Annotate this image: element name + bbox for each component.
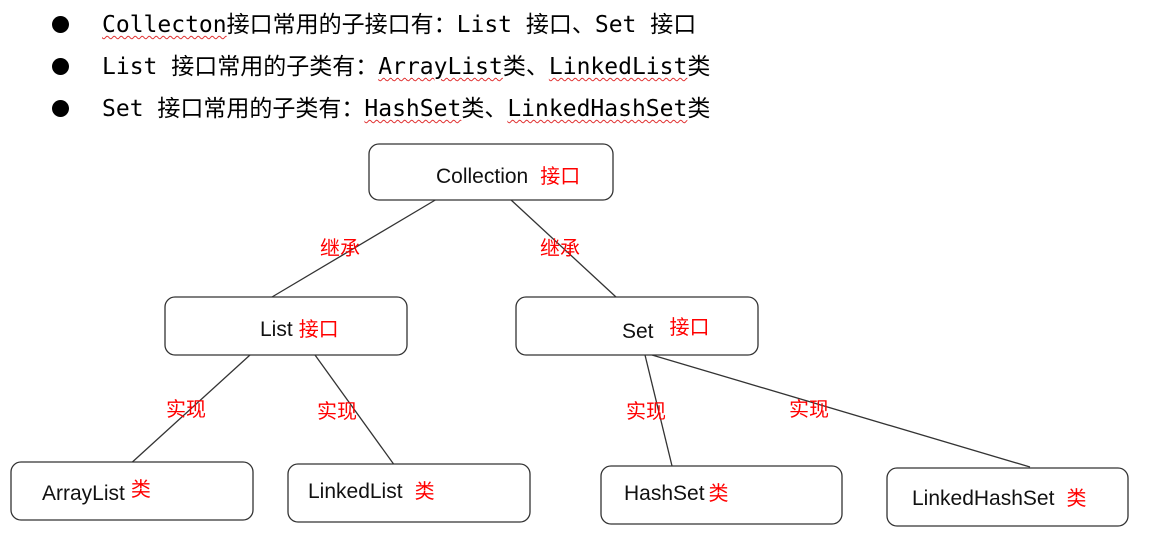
- node-name: Collection: [436, 165, 528, 188]
- node-label: List 接口: [260, 317, 339, 341]
- node-name: HashSet: [624, 482, 705, 505]
- edges: [127, 198, 1031, 471]
- bullet-segment: 类、: [461, 96, 508, 122]
- node-collection: Collection 接口: [368, 143, 614, 201]
- edge-list-arraylist: [127, 354, 251, 467]
- bullet-item: Collecton接口常用的子接口有：List 接口、Set 接口: [52, 4, 1052, 46]
- node-list: List 接口: [164, 296, 408, 356]
- node-name: LinkedHashSet: [912, 487, 1055, 510]
- edge-label-implement: 实现: [626, 399, 666, 423]
- node-kind: 接口: [299, 317, 339, 341]
- node-kind: 类: [415, 479, 435, 503]
- node-kind: 接口: [540, 164, 580, 188]
- bullet-text: Set 接口常用的子类有：HashSet类、LinkedHashSet类: [102, 88, 710, 130]
- edge-collection-list: [271, 198, 438, 298]
- node-label: LinkedList 类: [308, 479, 435, 503]
- squiggle-word: LinkedList: [548, 54, 688, 80]
- node-label: Collection 接口: [436, 164, 580, 188]
- edge-collection-set: [509, 198, 617, 298]
- bullet-segment: 类: [687, 96, 711, 122]
- edge-list-linkedlist: [314, 354, 396, 467]
- node-name: ArrayList: [42, 482, 125, 505]
- bullet-dot-icon: [52, 16, 69, 33]
- node-linkedlist: LinkedList 类: [287, 463, 531, 523]
- edge-label-inherit: 继承: [540, 236, 580, 260]
- node-linkedhashset: LinkedHashSet 类: [886, 467, 1129, 527]
- bullet-dot-icon: [52, 100, 69, 117]
- edge-labels: 继承 继承 实现 实现 实现 实现: [166, 236, 829, 423]
- node-kind: 类: [1066, 486, 1086, 510]
- node-name: Set: [622, 320, 654, 343]
- edge-set-linkedhashset: [651, 354, 1031, 468]
- bullet-segment: List 接口常用的子类有：: [102, 54, 379, 80]
- bullet-segment: 类、: [502, 54, 549, 80]
- edge-label-implement: 实现: [166, 397, 206, 421]
- bullet-segment: 接口常用的子接口有：List 接口、Set 接口: [226, 12, 697, 38]
- bullet-text: Collecton接口常用的子接口有：List 接口、Set 接口: [102, 4, 696, 46]
- squiggle-word: LinkedHashSet: [507, 96, 688, 122]
- node-name: List: [260, 318, 293, 341]
- node-kind: 类: [709, 481, 729, 505]
- node-kind: 类: [131, 477, 151, 501]
- bullet-item: List 接口常用的子类有：ArrayList类、LinkedList类: [52, 46, 1052, 88]
- node-label: ArrayList 类: [42, 477, 151, 505]
- node-arraylist: ArrayList 类: [10, 461, 254, 521]
- squiggle-word: Collecton: [102, 12, 227, 38]
- bullet-segment: 类: [687, 54, 711, 80]
- node-label: LinkedHashSet 类: [912, 486, 1086, 510]
- bullet-item: Set 接口常用的子类有：HashSet类、LinkedHashSet类: [52, 88, 1052, 130]
- node-set: Set 接口: [515, 296, 759, 356]
- node-kind: 接口: [670, 315, 710, 339]
- edge-label-inherit: 继承: [320, 236, 360, 260]
- bullet-segment: Set 接口常用的子类有：: [102, 96, 365, 122]
- node-label: Set 接口: [622, 315, 710, 343]
- edge-label-implement: 实现: [317, 399, 357, 423]
- squiggle-word: ArrayList: [378, 54, 503, 80]
- bullet-text: List 接口常用的子类有：ArrayList类、LinkedList类: [102, 46, 710, 88]
- bullet-list: Collecton接口常用的子接口有：List 接口、Set 接口 List 接…: [52, 4, 1052, 130]
- node-name: LinkedList: [308, 480, 403, 503]
- edge-set-hashset: [644, 354, 674, 471]
- edge-label-implement: 实现: [789, 397, 829, 421]
- bullet-dot-icon: [52, 58, 69, 75]
- squiggle-word: HashSet: [364, 96, 462, 122]
